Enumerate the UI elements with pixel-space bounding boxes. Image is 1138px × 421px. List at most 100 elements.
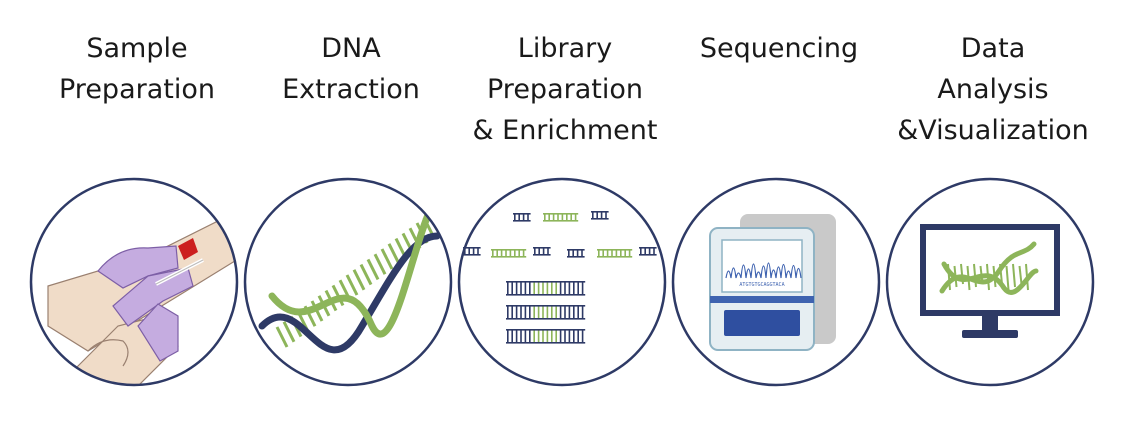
fragment-base [496,250,498,256]
step-circle [28,176,240,388]
fragment-base [606,250,609,256]
step-label: Library Preparation & Enrichment [450,28,680,151]
step-label-line: Sample [86,33,188,64]
fragment-base [522,250,525,256]
fragment-base [564,306,566,318]
fragment-base [564,330,566,342]
fragment-base [522,214,525,220]
fragment-base [533,306,535,318]
fragment-base [555,282,557,294]
fragment-base [542,330,544,342]
helix-rung [387,243,401,265]
monitor-dna-icon [885,177,1095,387]
helix-rung [1018,265,1023,285]
fragment-base [581,330,584,342]
fragment-base [546,330,549,342]
step-label: Sample Preparation [22,28,252,110]
helix-rung [352,269,366,291]
fragment-strand [506,342,586,344]
fragment-base [653,248,655,254]
fragment-base [533,282,535,294]
fragment-base [581,306,584,318]
fragment-base [577,282,579,294]
sequencer-readout: ATGTGTGCAGGTACA [739,282,784,288]
helix-rung [380,248,394,270]
fragment-base [534,248,536,254]
blood-draw-icon [29,177,239,387]
step-label: DNA Extraction [236,28,466,110]
fragment-base [520,306,522,318]
step-circle: ATGTGTGCAGGTACA [670,176,882,388]
fragment-base [533,330,535,342]
helix-rung [345,274,359,296]
step-label-line: Analysis [937,74,1049,105]
helix-rung [359,263,373,286]
fragment-base [537,330,540,342]
fragment-base [507,282,509,294]
step-label-line: Preparation [59,74,215,105]
fragment-strand [506,294,586,296]
fragment-base [500,250,503,256]
fragment-base [544,214,546,220]
fragment-base [520,330,522,342]
fragment-base [577,330,579,342]
fragment-base [644,248,646,254]
fragment-base [542,306,544,318]
fragment-strand [567,256,585,258]
fragment-base [573,282,575,294]
fragment-base [615,250,618,256]
fragment-strand [533,254,551,256]
fragment-base [548,214,550,220]
fragment-base [546,306,549,318]
fragment-base [509,250,512,256]
fragment-strand [506,329,586,331]
helix-rung [282,321,296,343]
step-label-line: Data [960,33,1026,64]
fragment-strand [543,213,579,215]
fragment-base [611,250,613,256]
fragments-group [463,211,657,344]
fragment-strand [506,318,586,320]
fragment-base [511,282,513,294]
fragment-base [524,330,527,342]
fragment-base [551,330,553,342]
step-label-line: DNA [321,33,381,64]
fragment-strand [597,256,633,258]
fragment-strand [597,249,633,251]
step-label-line: &Visualization [897,115,1089,146]
fragment-base [592,212,594,218]
fragment-base [518,214,520,220]
step-sample-preparation: Sample Preparation [22,0,252,421]
fragment-base [524,282,527,294]
fragment-base [559,330,562,342]
step-label-line: & Enrichment [472,115,658,146]
fragment-strand [639,254,657,256]
fragment-base [572,250,574,256]
fragment-base [529,330,531,342]
fragment-base [514,250,516,256]
fragment-strand [567,249,585,251]
fragment-strand [491,256,527,258]
fragment-base [628,250,631,256]
fragment-base [538,248,540,254]
helix-rung [373,253,387,275]
step-label-line: Extraction [282,74,420,105]
fragment-base [537,306,540,318]
fragment-base [515,282,518,294]
step-circle [456,176,668,388]
fragment-base [568,306,571,318]
fragment-base [596,212,598,218]
step-label-line: Sequencing [699,33,859,64]
fragment-base [574,214,577,220]
fragment-base [537,282,540,294]
step-dna-extraction: DNA Extraction [236,0,466,421]
fragment-base [529,282,531,294]
step-circle [884,176,1096,388]
fragment-base [581,250,583,256]
fragment-strand [513,220,531,222]
fragment-base [640,248,642,254]
fragment-base [511,330,513,342]
fragment-strand [533,247,551,249]
fragment-base [547,248,549,254]
fragment-base [552,214,555,220]
